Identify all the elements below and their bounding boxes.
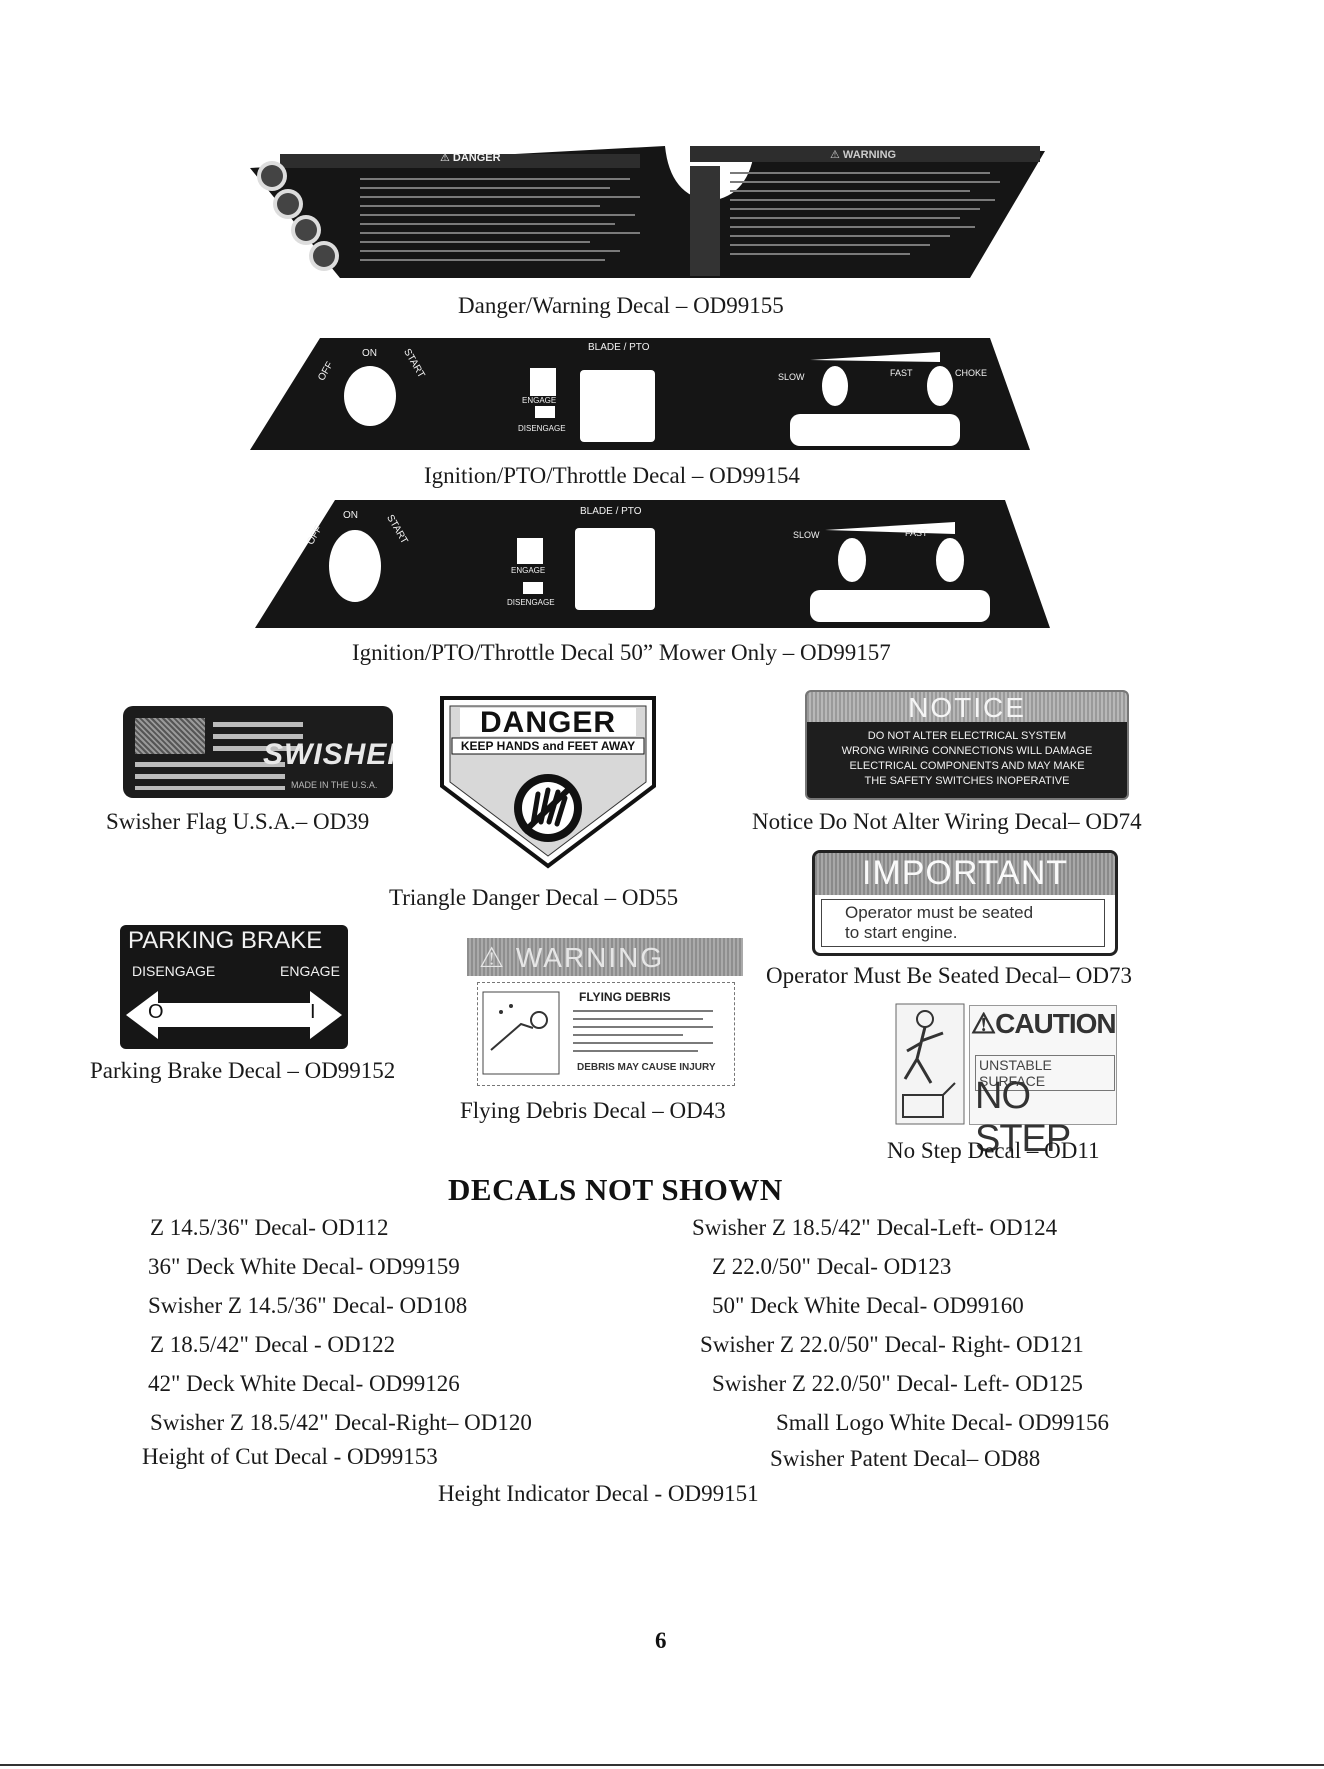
ignition-decal-2: OFF ON START BLADE / PTO ENGAGE DISENGAG… — [255, 500, 1050, 628]
double-arrow-icon — [126, 991, 342, 1039]
list-item: Swisher Z 18.5/42" Decal-Right– OD120 — [150, 1410, 532, 1435]
no-step-decal: ⚠CAUTION UNSTABLE SURFACE NO STEP — [895, 1003, 1117, 1160]
caution-label: ⚠CAUTION — [971, 1008, 1117, 1039]
triangle-danger-caption: Triangle Danger Decal – OD55 — [389, 885, 679, 910]
triangle-danger-header: DANGER — [479, 706, 616, 739]
parking-brake-decal: PARKING BRAKE DISENGAGE ENGAGE O I — [120, 925, 348, 1049]
warning-fine-print — [730, 168, 1020, 268]
bottom-rule — [0, 1764, 1324, 1766]
list-item: 42" Deck White Decal- OD99126 — [148, 1371, 460, 1396]
debris-title: FLYING DEBRIS — [579, 990, 671, 1004]
debris-footer: DEBRIS MAY CAUSE INJURY — [577, 1062, 716, 1073]
warning-header: ⚠ WARNING — [830, 149, 897, 161]
swisher-flag-caption: Swisher Flag U.S.A.– OD39 — [106, 809, 370, 834]
list-item: Swisher Patent Decal– OD88 — [770, 1446, 1041, 1471]
list-item: Small Logo White Decal- OD99156 — [776, 1410, 1110, 1435]
important-caption: Operator Must Be Seated Decal– OD73 — [766, 963, 1132, 988]
list-item: Swisher Z 14.5/36" Decal- OD108 — [148, 1293, 468, 1318]
disengage-label: DISENGAGE — [507, 598, 555, 607]
notice-line-1: DO NOT ALTER ELECTRICAL SYSTEM — [867, 730, 1067, 742]
list-item: Swisher Z 22.0/50" Decal- Right- OD121 — [700, 1332, 1084, 1357]
disengage-label: DISENGAGE — [132, 963, 216, 979]
triangle-danger-decal: DANGER KEEP HANDS and FEET AWAY — [438, 694, 658, 870]
list-item: Z 18.5/42" Decal - OD122 — [150, 1332, 396, 1357]
flying-debris-caption: Flying Debris Decal – OD43 — [460, 1098, 726, 1123]
on-symbol: I — [310, 1001, 316, 1023]
page-number: 6 — [655, 1628, 667, 1653]
notice-caption: Notice Do Not Alter Wiring Decal– OD74 — [752, 809, 1142, 834]
ignition-decal-1-caption: Ignition/PTO/Throttle Decal – OD99154 — [424, 463, 800, 488]
fast-label: FAST — [890, 368, 913, 378]
flying-debris-decal: ⚠ WARNING FLYING DEBRIS DEBRIS MAY CAUSE… — [467, 938, 743, 1088]
decals-not-shown-heading: DECALS NOT SHOWN — [448, 1172, 783, 1207]
no-step-caption: No Step Decal – OD11 — [887, 1138, 1100, 1163]
blade-pto-label: BLADE / PTO — [580, 506, 642, 517]
slow-label: SLOW — [793, 530, 820, 540]
list-item: 36" Deck White Decal- OD99159 — [148, 1254, 460, 1279]
engage-label: ENGAGE — [280, 963, 340, 979]
danger-warning-caption: Danger/Warning Decal – OD99155 — [458, 293, 784, 318]
notice-header: NOTICE — [908, 692, 1026, 723]
important-header: IMPORTANT — [861, 854, 1069, 892]
disengage-label: DISENGAGE — [518, 424, 566, 433]
danger-fine-print — [360, 174, 650, 274]
flag-made-in-usa: MADE IN THE U.S.A. — [291, 780, 378, 790]
choke-label: CHOKE — [955, 368, 988, 378]
notice-decal: NOTICE DO NOT ALTER ELECTRICAL SYSTEM WR… — [805, 690, 1129, 800]
fast-label: FAST — [905, 528, 928, 538]
flag-brand: SWISHER — [263, 738, 393, 771]
ignition-decal-1: OFF ON START BLADE / PTO ENGAGE DISENGAG… — [250, 338, 1030, 450]
list-item: Swisher Z 22.0/50" Decal- Left- OD125 — [712, 1371, 1083, 1396]
flag-stars — [135, 718, 205, 754]
on-label: ON — [343, 510, 358, 521]
parking-brake-caption: Parking Brake Decal – OD99152 — [90, 1058, 396, 1083]
triangle-danger-sub: KEEP HANDS and FEET AWAY — [460, 739, 636, 753]
list-item-centered: Height Indicator Decal - OD99151 — [438, 1481, 759, 1506]
list-item: Z 22.0/50" Decal- OD123 — [712, 1254, 952, 1279]
notice-line-2: WRONG WIRING CONNECTIONS WILL DAMAGE — [841, 745, 1093, 757]
list-item: Height of Cut Decal - OD99153 — [142, 1444, 438, 1469]
slow-label: SLOW — [778, 372, 805, 382]
on-label: ON — [362, 348, 377, 359]
no-step-label: NO STEP — [975, 1075, 1071, 1160]
important-line-2: to start engine. — [845, 923, 958, 942]
blade-pto-label: BLADE / PTO — [588, 342, 650, 353]
debris-header: ⚠ WARNING — [479, 942, 665, 973]
danger-warning-decal: ⚠ DANGER ⚠ WARNING — [250, 146, 1045, 278]
ignition-decal-2-caption: Ignition/PTO/Throttle Decal 50” Mower On… — [352, 640, 891, 665]
list-item: Z 14.5/36" Decal- OD112 — [150, 1215, 389, 1240]
notice-header-bar — [807, 692, 1127, 722]
notice-line-4: THE SAFETY SWITCHES INOPERATIVE — [864, 775, 1070, 787]
important-decal: IMPORTANT Operator must be seated to sta… — [812, 850, 1118, 956]
unstable-surface-label: UNSTABLE SURFACE — [975, 1055, 1115, 1091]
parking-brake-header: PARKING BRAKE — [128, 927, 323, 954]
swisher-flag-decal: SWISHER MADE IN THE U.S.A. — [123, 706, 393, 798]
list-item: 50" Deck White Decal- OD99160 — [712, 1293, 1024, 1318]
list-item: Swisher Z 18.5/42" Decal-Left- OD124 — [692, 1215, 1058, 1240]
engage-label: ENGAGE — [522, 396, 557, 405]
off-symbol: O — [148, 1001, 164, 1023]
important-line-1: Operator must be seated — [845, 903, 1034, 922]
debris-header-bar — [467, 938, 743, 976]
important-header-bar — [815, 853, 1115, 895]
slip-hazard-pictogram-icon — [895, 1003, 965, 1125]
notice-line-3: ELECTRICAL COMPONENTS AND MAY MAKE — [849, 760, 1085, 772]
danger-header: ⚠ DANGER — [440, 152, 501, 164]
engage-label: ENGAGE — [511, 566, 546, 575]
debris-pictogram-icon — [482, 991, 560, 1075]
